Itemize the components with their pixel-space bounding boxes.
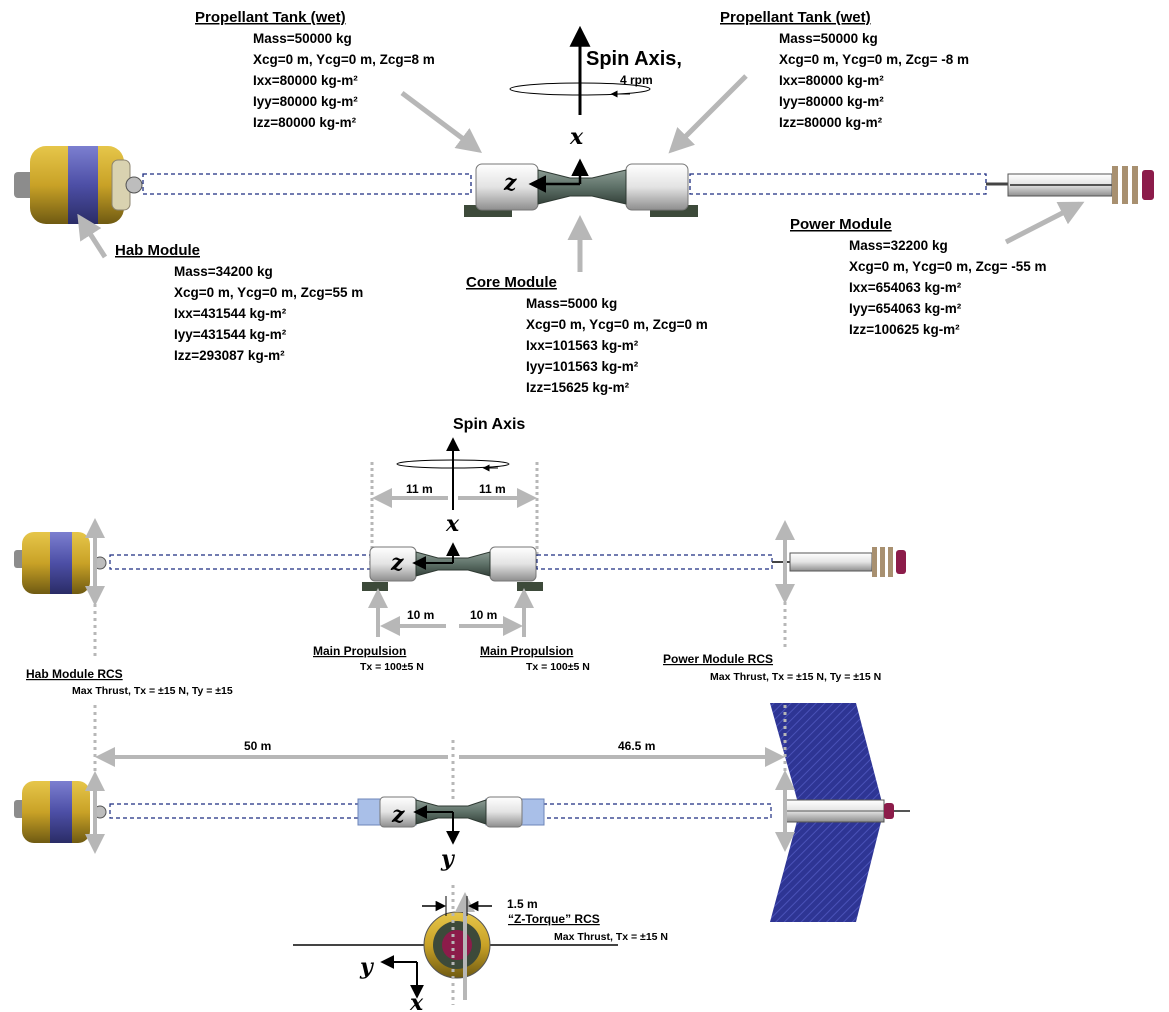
hab-prop: Izz=293087 kg-m² <box>174 348 285 363</box>
hab-prop: Xcg=0 m, Ycg=0 m, Zcg=55 m <box>174 285 363 300</box>
hab-module-graphic <box>14 146 143 224</box>
spin-axis-label: Spin Axis, <box>586 48 682 70</box>
hab-prop: Iyy=431544 kg-m² <box>174 327 287 342</box>
tank-left-prop: Xcg=0 m, Ycg=0 m, Zcg=8 m <box>253 52 435 67</box>
power-prop: Izz=100625 kg-m² <box>849 322 960 337</box>
top-view: Spin Axis, 4 rpm x z Propellant Tank (we… <box>14 9 1154 395</box>
offset-label: 1.5 m <box>507 897 538 911</box>
tank-right-title: Propellant Tank (wet) <box>720 9 871 26</box>
core-title: Core Module <box>466 274 557 291</box>
x-axis-letter: x <box>569 124 584 150</box>
ztorque-thrust: Max Thrust, Tx = ±15 N <box>554 931 668 943</box>
tank-left-prop: Izz=80000 kg-m² <box>253 115 357 130</box>
main-prop-left-thrust: Tx = 100±5 N <box>360 661 424 673</box>
pointer-hab <box>77 213 108 259</box>
middle-hab-truss <box>109 554 371 570</box>
dim-50-label: 50 m <box>244 739 271 753</box>
core-prop: Mass=5000 kg <box>526 296 617 311</box>
dim-46-5-label: 46.5 m <box>618 739 655 753</box>
z-axis-letter: z <box>503 170 517 196</box>
bottom-view: 50 m 46.5 m z y <box>14 703 910 1012</box>
middle-hab-graphic <box>14 532 107 594</box>
tank-left-title: Propellant Tank (wet) <box>195 9 346 26</box>
main-prop-left-title: Main Propulsion <box>313 644 406 658</box>
power-prop: Mass=32200 kg <box>849 238 948 253</box>
power-rcs-thrust: Max Thrust, Tx = ±15 N, Ty = ±15 N <box>710 671 881 683</box>
hab-props: Hab Module Mass=34200 kg Xcg=0 m, Ycg=0 … <box>115 242 363 363</box>
power-rcs-title: Power Module RCS <box>663 652 773 666</box>
core-prop: Ixx=101563 kg-m² <box>526 338 639 353</box>
power-prop: Ixx=654063 kg-m² <box>849 280 962 295</box>
core-props: Core Module Mass=5000 kg Xcg=0 m, Ycg=0 … <box>466 274 708 395</box>
bottom-hab-truss <box>109 803 361 819</box>
dim-10-right-label: 10 m <box>470 608 497 622</box>
middle-power-graphic <box>772 547 906 577</box>
tank-left-prop: Iyy=80000 kg-m² <box>253 94 358 109</box>
bottom-y-letter: y <box>440 846 456 872</box>
spin-rate-label: 4 rpm <box>620 73 653 87</box>
tank-right-prop: Xcg=0 m, Ycg=0 m, Zcg= -8 m <box>779 52 969 67</box>
tank-right-prop: Mass=50000 kg <box>779 31 878 46</box>
core-prop: Xcg=0 m, Ycg=0 m, Zcg=0 m <box>526 317 708 332</box>
ztorque-title: “Z-Torque” RCS <box>508 912 600 926</box>
bottom-power-truss <box>542 803 772 819</box>
dim-11-right-label: 11 m <box>479 482 506 496</box>
spin-rotation-ellipse <box>509 82 651 96</box>
middle-spin-axis-label: Spin Axis <box>453 416 525 433</box>
power-title: Power Module <box>790 216 892 233</box>
core-module-graphic <box>464 163 698 217</box>
power-props: Power Module Mass=32200 kg Xcg=0 m, Ycg=… <box>790 216 1046 337</box>
tank-right-prop: Ixx=80000 kg-m² <box>779 73 884 88</box>
end-x-letter: x <box>409 990 424 1012</box>
end-y-letter: y <box>359 954 375 980</box>
tank-left-prop: Ixx=80000 kg-m² <box>253 73 358 88</box>
power-prop: Iyy=654063 kg-m² <box>849 301 962 316</box>
bottom-core-graphic <box>357 796 545 828</box>
pointer-left-tank <box>400 91 482 153</box>
middle-spin-ellipse <box>396 459 510 469</box>
bottom-z-letter: z <box>391 802 405 828</box>
bottom-hab-graphic <box>14 781 107 843</box>
hab-prop: Ixx=431544 kg-m² <box>174 306 287 321</box>
power-truss <box>689 173 987 195</box>
pointer-right-tank <box>668 74 748 154</box>
tank-left-prop: Mass=50000 kg <box>253 31 352 46</box>
hab-prop: Mass=34200 kg <box>174 264 273 279</box>
end-view-graphic <box>423 911 491 979</box>
main-prop-right-title: Main Propulsion <box>480 644 573 658</box>
tank-right-prop: Iyy=80000 kg-m² <box>779 94 884 109</box>
middle-z-letter: z <box>390 550 404 576</box>
pointer-power <box>1004 201 1085 245</box>
hab-rcs-thrust: Max Thrust, Tx = ±15 N, Ty = ±15 <box>72 685 233 697</box>
tank-left-props: Propellant Tank (wet) Mass=50000 kg Xcg=… <box>195 9 435 130</box>
power-prop: Xcg=0 m, Ycg=0 m, Zcg= -55 m <box>849 259 1046 274</box>
hab-title: Hab Module <box>115 242 200 259</box>
core-prop: Izz=15625 kg-m² <box>526 380 630 395</box>
main-prop-right-thrust: Tx = 100±5 N <box>526 661 590 673</box>
middle-view: Spin Axis 11 m 11 m <box>14 416 906 697</box>
core-prop: Iyy=101563 kg-m² <box>526 359 639 374</box>
tank-right-prop: Izz=80000 kg-m² <box>779 115 883 130</box>
power-module-graphic <box>986 166 1154 204</box>
dim-10-left-label: 10 m <box>407 608 434 622</box>
middle-power-truss <box>536 554 773 570</box>
hab-truss <box>142 173 472 195</box>
middle-core-graphic <box>362 546 543 591</box>
hab-rcs-title: Hab Module RCS <box>26 667 123 681</box>
dim-11-left-label: 11 m <box>406 482 433 496</box>
middle-x-letter: x <box>445 511 460 537</box>
bottom-power-graphic <box>785 799 910 823</box>
tank-right-props: Propellant Tank (wet) Mass=50000 kg Xcg=… <box>720 9 969 130</box>
